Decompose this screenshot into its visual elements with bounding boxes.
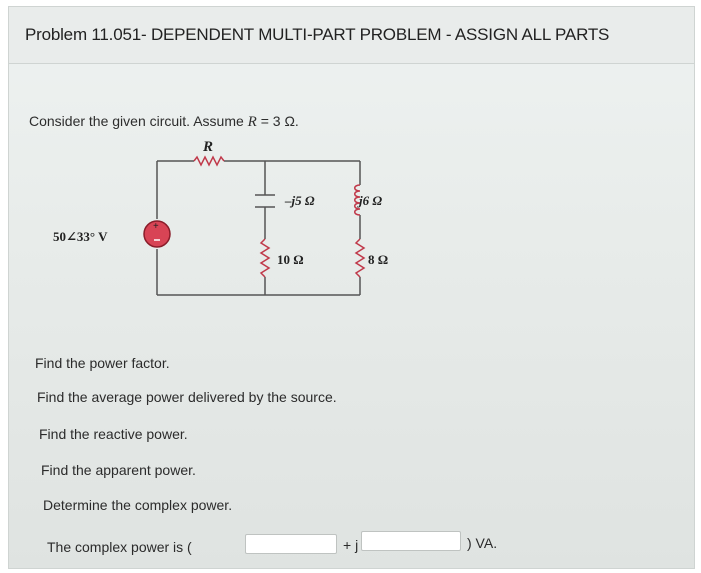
- answer-suffix: ) VA.: [467, 535, 498, 551]
- question-power-factor: Find the power factor.: [35, 355, 170, 371]
- capacitor-icon: [255, 194, 275, 208]
- statement-value: = 3 Ω.: [260, 113, 299, 129]
- resistor-8-label: 8 Ω: [368, 252, 388, 267]
- answer-prefix: The complex power is (: [47, 539, 192, 555]
- real-part-input[interactable]: [245, 534, 337, 554]
- question-reactive-power: Find the reactive power.: [39, 426, 188, 442]
- statement-text: Consider the given circuit. Assume: [29, 113, 244, 129]
- inductor-icon: [354, 184, 361, 216]
- voltage-source-icon: +: [143, 220, 171, 248]
- answer-plus-j: + j: [343, 537, 359, 553]
- problem-header: Problem 11.051- DEPENDENT MULTI-PART PRO…: [9, 7, 694, 64]
- problem-statement: Consider the given circuit. Assume R = 3…: [29, 113, 299, 131]
- resistor-10-ohm: [259, 238, 271, 278]
- problem-panel: Problem 11.051- DEPENDENT MULTI-PART PRO…: [8, 6, 695, 569]
- inductor-label: j6 Ω: [357, 193, 382, 208]
- imaginary-part-input[interactable]: [361, 531, 461, 551]
- resistor-10-label: 10 Ω: [277, 252, 304, 267]
- statement-var: R: [247, 114, 257, 130]
- resistor-r: [193, 155, 225, 167]
- circuit-wires: [156, 160, 361, 296]
- question-complex-power: Determine the complex power.: [43, 497, 233, 513]
- question-average-power: Find the average power delivered by the …: [37, 389, 337, 405]
- problem-title: Problem 11.051- DEPENDENT MULTI-PART PRO…: [25, 25, 610, 44]
- resistor-8-ohm: [354, 238, 366, 278]
- source-label: 50∠33° V: [53, 229, 108, 244]
- circuit-diagram: R + 50∠33° V –j5 Ω 10 Ω j6 Ω 8 Ω: [53, 139, 388, 296]
- capacitor-label: –j5 Ω: [284, 193, 315, 208]
- question-apparent-power: Find the apparent power.: [41, 462, 196, 478]
- svg-text:+: +: [153, 221, 159, 232]
- resistor-r-label: R: [202, 139, 213, 155]
